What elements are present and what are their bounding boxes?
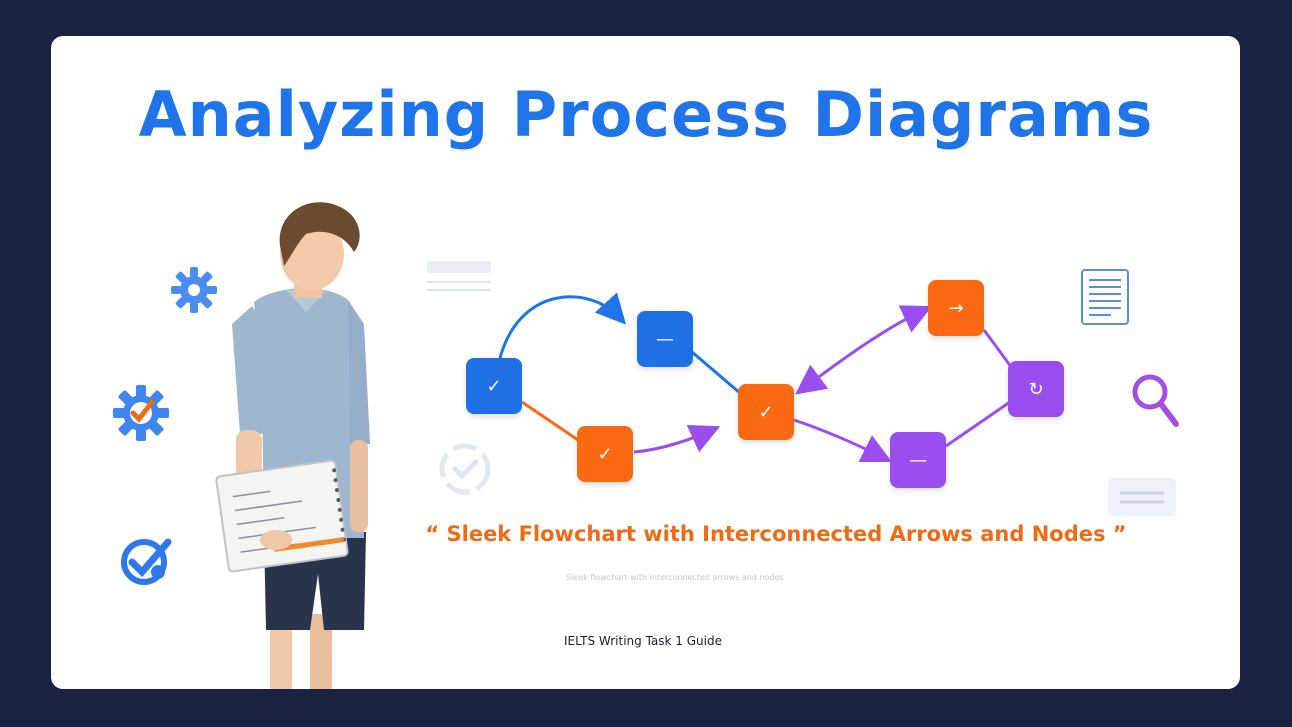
node-glyph: ↻ — [1028, 378, 1044, 400]
node-orange-check-center: ✓ — [738, 384, 794, 440]
document-icon — [1081, 269, 1129, 325]
node-orange-check-low: ✓ — [577, 426, 633, 482]
line-blue-to-center — [691, 350, 741, 395]
node-glyph: → — [948, 297, 964, 319]
arrow-purple-to-dash — [793, 418, 893, 463]
node-purple-dash: — — [890, 432, 946, 488]
line-purple-right-lower — [945, 400, 1011, 448]
faint-subtext: Sleek flowchart with interconnected arro… — [566, 573, 784, 582]
node-blue-dash: — — [637, 311, 693, 367]
node-glyph: — — [656, 328, 674, 350]
node-glyph: ✓ — [597, 443, 613, 465]
slide-title: Analyzing Process Diagrams — [138, 78, 1154, 151]
node-purple-cycle: ↻ — [1008, 361, 1064, 417]
cycle-check-icon — [439, 443, 491, 495]
node-blue-check: ✓ — [466, 358, 522, 414]
arrow-purple-double — [795, 305, 933, 395]
line-purple-right-upper — [982, 329, 1014, 369]
text-lines-icon — [427, 261, 491, 291]
flowchart-caption: “ Sleek Flowchart with Interconnected Ar… — [425, 522, 1127, 546]
node-glyph: ✓ — [758, 401, 774, 423]
footer-label: IELTS Writing Task 1 Guide — [564, 634, 722, 648]
line-orange-low — [521, 400, 579, 442]
gear-icon — [171, 267, 217, 313]
node-glyph: ✓ — [486, 375, 502, 397]
text-lines-icon — [1108, 478, 1176, 516]
arrow-purple-to-center — [633, 425, 721, 454]
check-badge-icon — [121, 538, 172, 585]
arrow-blue-curve — [498, 292, 627, 359]
gear-check-icon — [113, 385, 169, 441]
node-orange-arrow: → — [928, 280, 984, 336]
magnifier-icon — [1132, 374, 1179, 427]
node-glyph: — — [909, 449, 927, 471]
student-illustration — [215, 202, 370, 689]
